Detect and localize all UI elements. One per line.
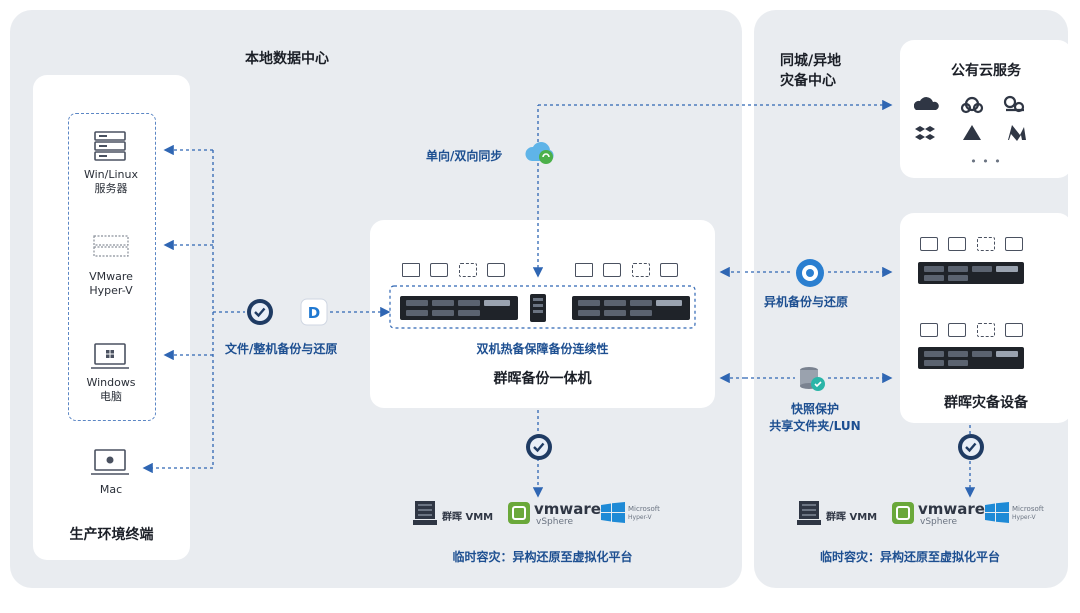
dr-rack-bottom — [918, 347, 1024, 369]
endpoints-dashed-group — [68, 113, 156, 421]
folder-icon — [920, 323, 938, 337]
endpoint-label-pc-2: 电脑 — [100, 390, 122, 403]
endpoint-label-server-2: 服务器 — [94, 182, 128, 195]
endpoint-label-mac: Mac — [99, 483, 123, 496]
virtualization-caption-left: 临时容灾：异构还原至虚拟化平台 — [452, 550, 633, 564]
vm-icon — [632, 263, 650, 277]
vmware-brand: vmware — [918, 500, 985, 518]
active-backup-icon — [525, 433, 553, 461]
ha-link-icon — [528, 293, 548, 323]
vmm-logo — [413, 500, 437, 526]
vm-icon — [977, 323, 995, 337]
windows-pc-icon — [90, 342, 130, 372]
endpoint-label-server-1: Win/Linux — [83, 168, 138, 181]
svg-text:D: D — [308, 304, 320, 322]
endpoints-card — [33, 75, 190, 560]
vmm-logo — [797, 500, 821, 526]
vmware-brand: vmware — [534, 500, 601, 518]
hyperv-ms-label: Microsoft — [1012, 505, 1044, 513]
endpoint-label-vm-1: VMware — [89, 270, 133, 283]
vmware-product: vSphere — [920, 517, 958, 527]
vsphere-icon — [891, 501, 915, 525]
snapshot-label-1: 快照保护 — [790, 402, 839, 416]
local-dc-title: 本地数据中心 — [245, 51, 329, 67]
hypervisor-icon — [93, 235, 129, 257]
folder-icon — [920, 237, 938, 251]
appliance-rack-right — [572, 296, 690, 320]
active-backup-icon — [246, 298, 274, 326]
endpoints-title: 生产环境终端 — [69, 527, 154, 543]
laptop-icon — [948, 323, 966, 337]
drive-client-icon: D — [300, 298, 328, 326]
vm-icon — [977, 237, 995, 251]
hyperv-ms-label: Microsoft — [628, 505, 660, 513]
vm-icon — [459, 263, 477, 277]
mac-icon — [90, 448, 130, 478]
cloud-provider-icon — [913, 97, 939, 110]
dr-rack-top — [918, 262, 1024, 284]
folder-icon — [402, 263, 420, 277]
dr-device-title: 群晖灾备设备 — [944, 395, 1028, 411]
vmware-product: vSphere — [536, 517, 574, 527]
hyperv-label: Hyper-V — [628, 514, 652, 521]
endpoint-label-vm-2: Hyper-V — [89, 284, 133, 297]
dr-device-card — [900, 213, 1072, 423]
server-small-icon — [1005, 237, 1023, 251]
vmm-label: 群晖 VMM — [826, 512, 878, 523]
server-small-icon — [1005, 323, 1023, 337]
server-small-icon — [487, 263, 505, 277]
server-icon — [93, 130, 127, 162]
hyper-backup-icon — [795, 258, 825, 288]
appliance-rack-left — [400, 296, 518, 320]
remote-dc-title-line1: 同城/异地 — [780, 53, 842, 69]
ha-label: 双机热备保障备份连续性 — [476, 342, 609, 356]
snapshot-icon — [797, 364, 827, 394]
vsphere-icon — [507, 501, 531, 525]
backup-edge-label: 文件/整机备份与还原 — [225, 342, 338, 356]
hyperv-label: Hyper-V — [1012, 514, 1036, 521]
remote-dc-title-line2: 灾备中心 — [780, 73, 836, 89]
windows-logo — [601, 502, 625, 524]
cloud-more: • • • — [970, 155, 1002, 168]
laptop-icon — [430, 263, 448, 277]
server-small-icon — [660, 263, 678, 277]
folder-icon — [575, 263, 593, 277]
windows-logo — [985, 502, 1009, 524]
cloud-sync-icon — [524, 137, 556, 167]
cloud-title: 公有云服务 — [951, 63, 1021, 79]
cloud-provider-icons — [913, 92, 1030, 148]
appliance-title: 群晖备份一体机 — [493, 371, 592, 387]
vmm-label: 群晖 VMM — [442, 512, 494, 523]
remote-backup-label: 异机备份与还原 — [764, 295, 849, 309]
sync-edge-label: 单向/双向同步 — [426, 149, 503, 163]
laptop-icon — [948, 237, 966, 251]
laptop-icon — [603, 263, 621, 277]
virtualization-caption-right: 临时容灾：异构还原至虚拟化平台 — [819, 550, 1000, 564]
active-backup-icon — [957, 433, 985, 461]
endpoint-label-pc-1: Windows — [86, 376, 136, 389]
snapshot-label-2: 共享文件夹/LUN — [769, 419, 861, 433]
